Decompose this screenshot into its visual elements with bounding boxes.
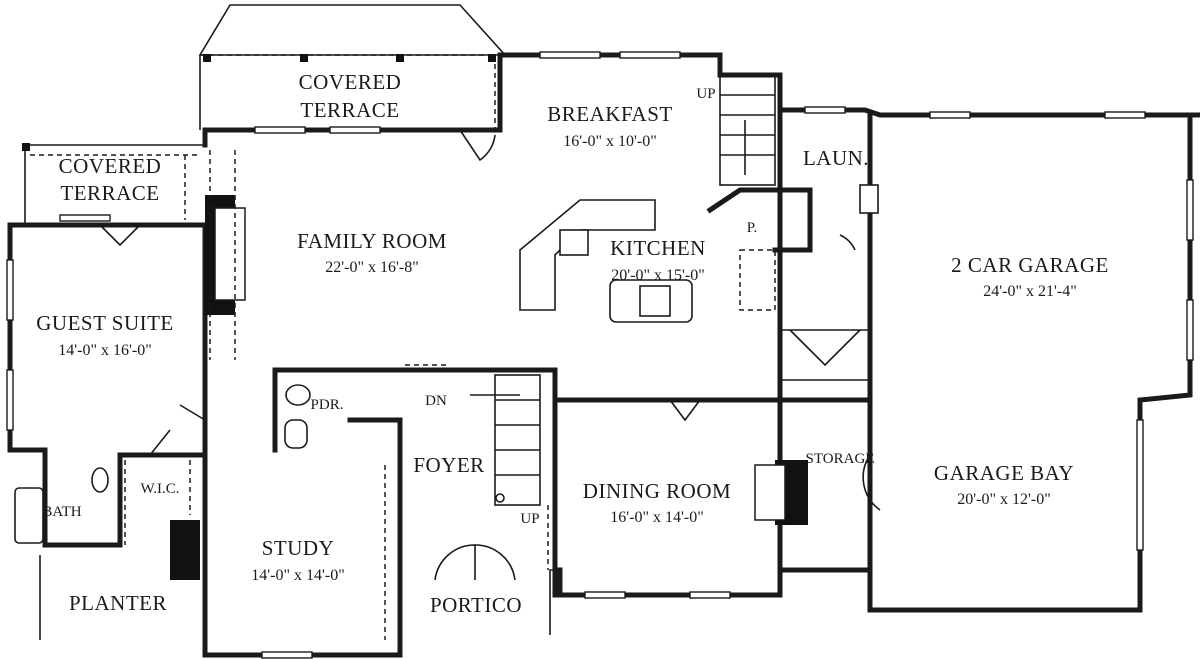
- stair-top: [719, 74, 776, 186]
- storage-label: STORAGE: [806, 451, 875, 467]
- garage-bay-label: GARAGE BAY: [934, 461, 1074, 485]
- fireplaces: [170, 195, 808, 580]
- covered-terrace-left-label-2: TERRACE: [60, 181, 159, 205]
- doors: [99, 129, 881, 581]
- stair-foyer: [470, 374, 541, 506]
- guest-suite-dims: 14'-0" x 16'-0": [58, 342, 151, 359]
- portico-label: PORTICO: [430, 593, 522, 617]
- garage-label: 2 CAR GARAGE: [951, 253, 1109, 277]
- stair-up-label-top: UP: [696, 86, 715, 102]
- dining-room-dims: 16'-0" x 14'-0": [610, 509, 703, 526]
- dashed-lines: [39, 150, 549, 640]
- powder-room-label: PDR.: [311, 397, 344, 413]
- covered-terrace-left-label-1: COVERED: [59, 154, 162, 178]
- covered-terrace-left-outline: [22, 143, 205, 225]
- windows: [6, 51, 1194, 659]
- kitchen-label: KITCHEN: [610, 236, 706, 260]
- bath-fixtures: [14, 384, 311, 544]
- breakfast-label: BREAKFAST: [547, 102, 672, 126]
- dining-room-label: DINING ROOM: [583, 479, 731, 503]
- planter-label: PLANTER: [69, 591, 167, 615]
- guest-suite-label: GUEST SUITE: [36, 311, 174, 335]
- laundry-label: LAUN.: [803, 146, 869, 170]
- breakfast-dims: 16'-0" x 10'-0": [563, 133, 656, 150]
- stair-up-label-foyer: UP: [520, 511, 539, 527]
- foyer-label: FOYER: [413, 453, 484, 477]
- covered-terrace-top-label-2: TERRACE: [300, 98, 399, 122]
- stair-down-label: DN: [425, 393, 447, 409]
- interior-walls: [42, 112, 873, 613]
- wic-label: W.I.C.: [140, 481, 179, 497]
- garage-bay-dims: 20'-0" x 12'-0": [957, 491, 1050, 508]
- pantry-label: P.: [747, 220, 757, 236]
- family-room-label: FAMILY ROOM: [297, 229, 447, 253]
- study-label: STUDY: [262, 536, 335, 560]
- garage-dims: 24'-0" x 21'-4": [983, 283, 1076, 300]
- family-room-dims: 22'-0" x 16'-8": [325, 259, 418, 276]
- bath-label: BATH: [42, 504, 81, 520]
- kitchen-dims: 20'-0" x 15'-0": [611, 267, 704, 284]
- study-dims: 14'-0" x 14'-0": [251, 567, 344, 584]
- covered-terrace-top-label-1: COVERED: [299, 70, 402, 94]
- kitchen-counters: [519, 184, 879, 323]
